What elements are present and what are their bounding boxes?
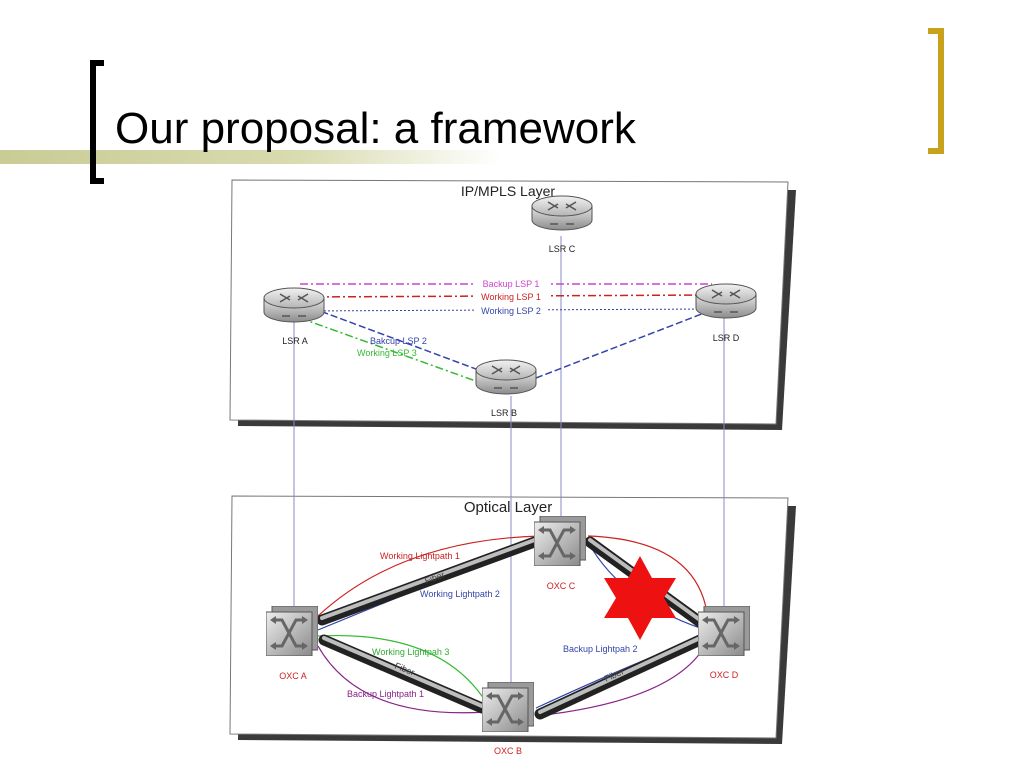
working-lsp-1-label: Working LSP 1: [481, 292, 541, 302]
ip-layer-label: IP/MPLS Layer: [461, 183, 555, 199]
oxc-d-label: OXC D: [710, 670, 739, 680]
backup-lsp-2-label: Bakcup LSP 2: [370, 336, 427, 346]
oxc-b: OXC B: [482, 682, 534, 756]
working-lsp-2-line: [299, 308, 713, 312]
backup-lsp-2-line: [311, 307, 713, 379]
working-lightpath-3-arc: [317, 634, 487, 703]
router-icon: [263, 287, 325, 323]
lsr-b-label: LSR B: [491, 408, 517, 418]
router-lsr-c: LSR C: [531, 195, 593, 254]
optical-layer-label: Optical Layer: [464, 499, 552, 516]
router-icon: [475, 359, 537, 395]
working-lsp-3-label: Working LSP 3: [357, 348, 417, 358]
oxc-a-label: OXC A: [279, 671, 307, 681]
oxc-c: OXC C: [534, 516, 586, 591]
optical-layer-plane: [229, 495, 789, 739]
oxc-icon: [482, 682, 534, 732]
inter-layer-links: [293, 236, 725, 686]
lsr-c-label: LSR C: [549, 244, 576, 254]
oxc-b-label: OXC B: [494, 746, 522, 756]
oxc-icon: [534, 516, 586, 566]
working-lightpath-2-label: Working Lightpath 2: [420, 589, 500, 599]
lsr-d-label: LSR D: [713, 333, 740, 343]
left-bracket-decoration: [90, 60, 104, 184]
backup-lightpath-1-arc: [317, 645, 487, 714]
fiber-a-b: [318, 634, 488, 714]
backup-lsp-1-label: Backup LSP 1: [483, 279, 540, 289]
working-lightpath-1-arc: [317, 535, 541, 617]
router-icon: [531, 195, 593, 231]
working-lightpath-1-arc-2: [587, 535, 709, 621]
router-icon: [695, 283, 757, 319]
working-lsp-3-line: [299, 317, 485, 385]
working-lightpath-1-label: Working Lightpath 1: [380, 551, 460, 561]
router-lsr-a: LSR A: [263, 287, 325, 346]
oxc-d: OXC D: [698, 606, 750, 680]
router-lsr-b: LSR B: [475, 359, 537, 418]
right-bracket-decoration: [928, 28, 944, 154]
working-lsp-1-line: [299, 294, 713, 298]
oxc-icon: [266, 606, 318, 656]
fiber-a-c: [316, 534, 546, 626]
oxc-icon: [698, 606, 750, 656]
lsr-a-label: LSR A: [282, 336, 308, 346]
oxc-c-label: OXC C: [547, 581, 576, 591]
oxc-a: OXC A: [266, 606, 318, 681]
link-failure-star-icon: [604, 556, 676, 640]
router-lsr-d: LSR D: [695, 283, 757, 343]
working-lsp-2-label: Working LSP 2: [481, 306, 541, 316]
title-accent-bar: [0, 150, 500, 164]
slide-title: Our proposal: a framework: [115, 104, 636, 153]
backup-lightpath-1-label: Backup Lightpath 1: [347, 689, 424, 699]
fiber-b-d: [534, 634, 706, 720]
working-lightpath-3-label: Working Lightpah 3: [372, 647, 449, 657]
backup-lightpath-2-label: Backup Lightpah 2: [563, 644, 638, 654]
